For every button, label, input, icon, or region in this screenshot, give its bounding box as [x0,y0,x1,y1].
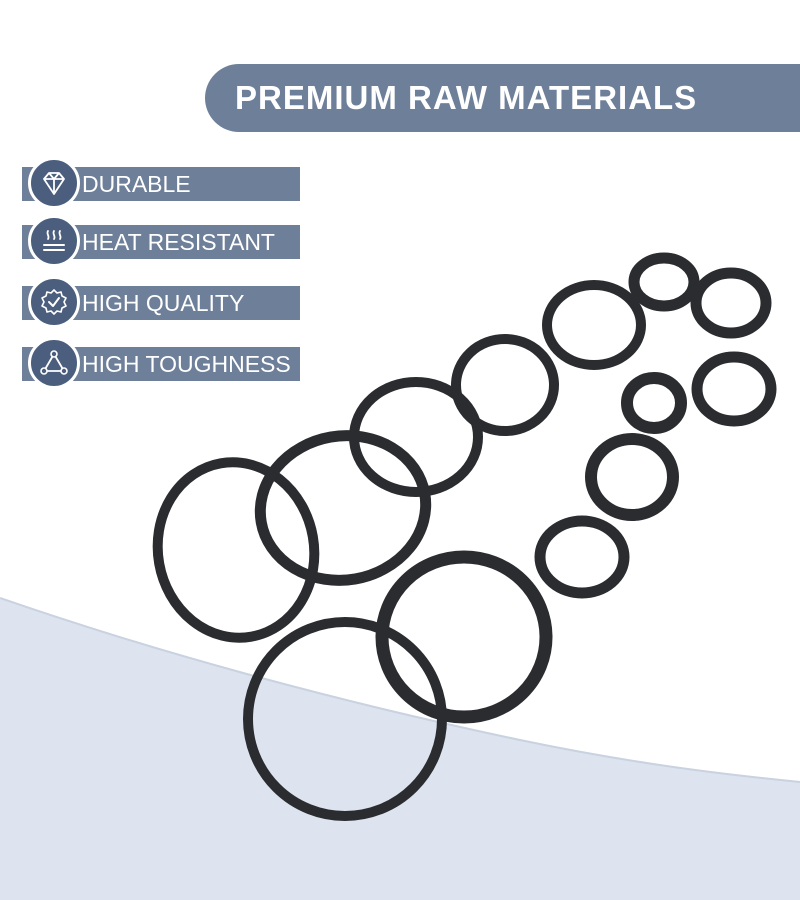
o-ring [451,334,559,436]
feature-high-quality: HIGH QUALITY [22,276,300,328]
o-ring [375,550,553,724]
feature-label: DURABLE [82,170,191,197]
o-ring [254,430,432,586]
o-ring [534,515,630,599]
o-ring [691,351,777,427]
o-ring [349,377,483,497]
o-ring [585,433,679,521]
o-ring [243,617,447,821]
banner-title: PREMIUM RAW MATERIALS [235,79,698,116]
feature-high-toughness: HIGH TOUGHNESS [22,337,300,389]
feature-heat-resistant: HEAT RESISTANT [22,215,300,267]
o-ring [542,280,646,370]
feature-label: HEAT RESISTANT [82,228,275,255]
toughness-triangle-icon [28,337,80,389]
feature-durable: DURABLE [22,157,300,209]
title-banner: PREMIUM RAW MATERIALS [205,64,800,132]
feature-label: HIGH QUALITY [82,289,245,316]
o-ring [628,252,700,312]
o-ring [152,457,320,643]
diamond-icon [28,157,80,209]
feature-label: HIGH TOUGHNESS [82,350,291,377]
heat-waves-icon [28,215,80,267]
o-ring [690,267,772,339]
quality-badge-icon [28,276,80,328]
o-ring [621,372,687,434]
